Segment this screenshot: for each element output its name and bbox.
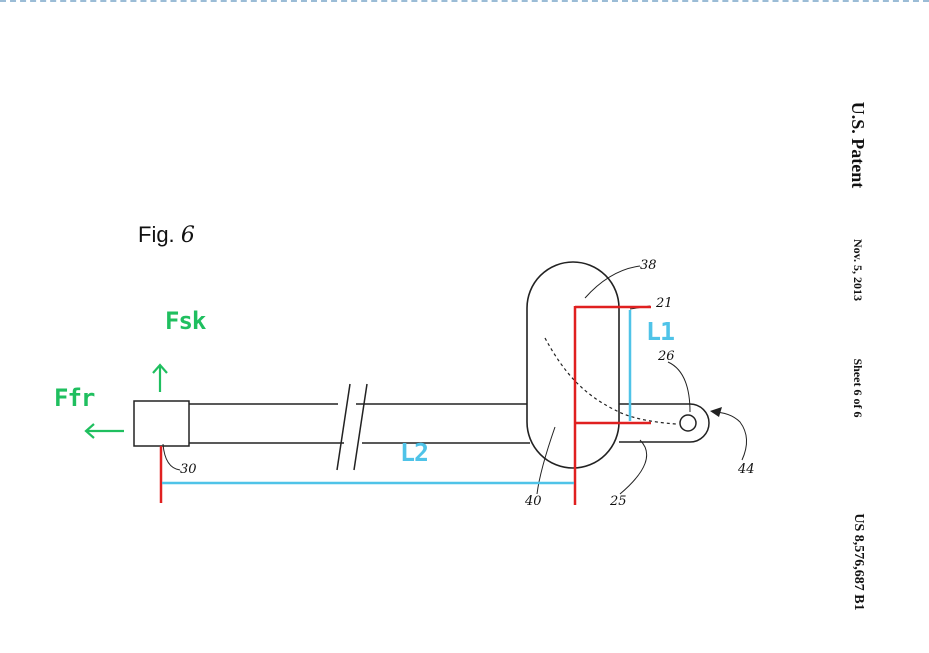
fsk-arrow-head	[152, 363, 168, 374]
leader-44-arrowhead	[710, 407, 722, 417]
patent-date: Nov. 5, 2013	[851, 238, 865, 301]
break-mark-right	[353, 383, 368, 471]
leader-25	[619, 439, 648, 495]
break-mark-left	[336, 383, 351, 471]
figure-label: Fig. 6	[138, 222, 195, 248]
end-cap-30	[133, 400, 190, 447]
leader-26	[667, 361, 691, 413]
leader-30	[162, 443, 181, 471]
pivot-hole-44	[679, 414, 697, 432]
ffr-arrow-head	[84, 423, 95, 439]
figure-label-prefix: Fig.	[138, 222, 175, 247]
reference-numeral-30: 30	[180, 462, 197, 477]
reference-numeral-26: 26	[658, 349, 675, 364]
leader-38	[584, 265, 641, 299]
reference-numeral-21: 21	[656, 296, 673, 311]
patent-title: U.S. Patent	[848, 101, 868, 189]
force-label-fsk: Fsk	[165, 307, 206, 335]
reference-numeral-38: 38	[640, 258, 657, 273]
reference-numeral-40: 40	[525, 494, 542, 509]
tab-25	[619, 403, 710, 443]
leader-44	[711, 411, 747, 461]
figure-label-number: 6	[180, 223, 195, 248]
patent-sheet-number: Sheet 6 of 6	[851, 358, 865, 418]
top-border	[0, 0, 929, 2]
length-label-l1: L1	[646, 317, 675, 346]
oval-body-38	[526, 261, 620, 469]
hidden-curve	[544, 337, 677, 425]
force-label-ffr: Ffr	[54, 384, 95, 412]
patent-number: US 8,576,687 B1	[851, 513, 866, 611]
leader-40	[536, 426, 556, 495]
reference-numeral-44: 44	[738, 462, 755, 477]
reference-numeral-25: 25	[610, 494, 627, 509]
length-label-l2: L2	[400, 438, 429, 467]
